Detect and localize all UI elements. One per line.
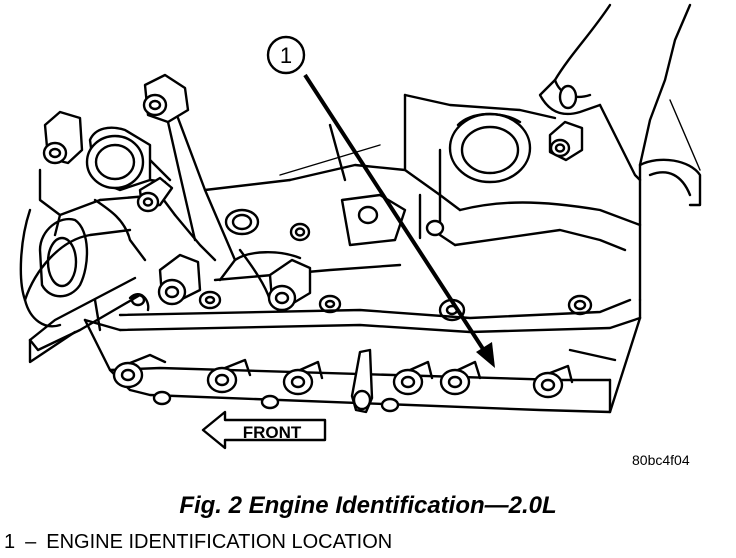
left-wedge — [28, 276, 142, 364]
left-top-boss — [42, 110, 84, 165]
tall-boss — [142, 73, 237, 282]
legend-row: 1–ENGINE IDENTIFICATION LOCATION — [4, 531, 402, 554]
legend-number: 1 — [4, 531, 16, 553]
callout-number: 1 — [280, 43, 292, 68]
cylinder-bore — [448, 112, 532, 184]
upper-boss — [548, 120, 584, 162]
legend-dash: – — [25, 531, 37, 553]
middle-deck — [173, 178, 445, 302]
engine-block-illustration: 1 FRONT — [19, 3, 702, 450]
figure-caption: Fig. 2 Engine Identification—2.0L — [179, 492, 557, 519]
top-deck — [279, 93, 642, 252]
upper-block-casting — [538, 3, 702, 302]
front-arrow: FRONT — [201, 410, 327, 450]
lower-bolt-row — [112, 353, 574, 413]
callout-circle: 1 — [266, 35, 306, 75]
legend-text: ENGINE IDENTIFICATION LOCATION — [46, 531, 393, 553]
callout-arrow — [303, 73, 495, 368]
front-label: FRONT — [243, 423, 302, 442]
left-small-bolt — [136, 176, 174, 213]
dipstick-tube — [350, 348, 374, 414]
image-code: 80bc4f04 — [632, 452, 690, 468]
left-bore-boss — [85, 126, 167, 192]
